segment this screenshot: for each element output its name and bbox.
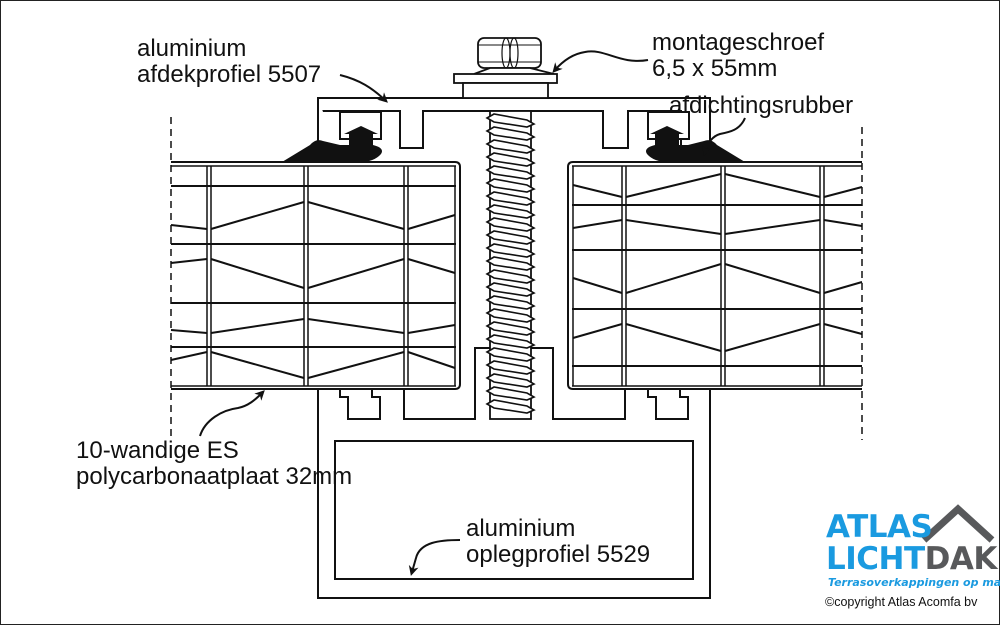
screw-thread-turn [485,230,536,245]
screw-thread-turn [485,126,536,141]
logo-lichtdak: LICHTDAK [826,544,997,575]
sheet-diagonal-wall [170,351,208,361]
sheet-diagonal-wall [625,263,722,294]
label-gasket-line1: afdichtingsrubber [669,92,854,119]
atlas-lichtdak-logo: ATLAS LICHTDAK Terrasoverkappingen op ma… [826,506,1000,616]
screw-thread-turn [485,308,536,323]
screw-thread-turn [485,204,536,219]
mounting-screw [453,37,558,420]
sheet-diagonal-wall [407,351,456,369]
screw-thread-turn [485,165,536,180]
label-screw-line1: montageschroef [652,29,825,56]
label-cover-profile-line1: aluminium [137,35,247,62]
gasket-left [282,126,382,162]
sheet-diagonal-wall [307,351,405,379]
sheet-diagonal-wall [625,323,722,352]
sheet-diagonal-wall [625,219,722,235]
polycarbonate-sheet-right [567,161,863,390]
sheet-diagonal-wall [572,219,623,229]
sheet-diagonal-wall [210,351,305,379]
label-base-profile: aluminium oplegprofiel 5529 [466,516,650,568]
gasket-right [646,126,745,162]
label-gasket: afdichtingsrubber [669,93,853,119]
screw-thread-turn [485,113,536,128]
label-sheet: 10-wandige ES polycarbonaatplaat 32mm [76,438,352,490]
screw-thread-turn [485,152,536,167]
sheet-diagonal-wall [210,258,305,289]
logo-tagline: Terrasoverkappingen op maat [828,576,1000,589]
screw-thread-turn [485,217,536,232]
sheet-diagonal-wall [823,281,863,294]
screw-thread-turn [485,399,536,414]
arrow-screw [552,50,649,74]
sheet-diagonal-wall [307,201,405,230]
sheet-diagonal-wall [210,318,305,334]
screw-thread-turn [485,373,536,388]
sheet-diagonal-wall [407,258,456,274]
sheet-diagonal-wall [823,219,863,227]
screw-thread-turn [485,321,536,336]
arrow-base-profile [408,539,461,576]
label-screw: montageschroef 6,5 x 55mm [652,30,824,82]
screw-thread-turn [485,269,536,284]
logo-dak: DAK [924,541,998,577]
sheet-diagonal-wall [307,258,405,289]
sheet-diagonal-wall [307,318,405,334]
sheet-diagonal-wall [625,173,722,198]
sheet-diagonal-wall [572,323,623,339]
sheet-diagonal-wall [823,186,863,198]
logo-atlas: ATLAS [826,509,933,545]
sheet-diagonal-wall [724,323,821,352]
sheet-diagonal-wall [724,173,821,198]
sheet-diagonal-wall [407,324,456,334]
label-sheet-line1: 10-wandige ES [76,437,239,464]
sheet-diagonal-wall [572,184,623,198]
sheet-diagonal-wall [170,329,208,334]
arrow-sheet [199,390,265,437]
arrow-cover-profile [339,74,388,103]
screw-thread-turn [485,282,536,297]
label-base-profile-line1: aluminium [466,515,576,542]
sheet-diagonal-wall [407,214,456,230]
label-cover-profile: aluminium afdekprofiel 5507 [137,36,321,88]
screw-thread-turn [485,360,536,375]
screw-thread-turn [485,191,536,206]
label-cover-profile-line2: afdekprofiel 5507 [137,61,322,88]
sheet-diagonal-wall [724,263,821,294]
label-screw-line2: 6,5 x 55mm [652,55,778,82]
polycarbonate-sheet-left [170,161,461,390]
label-base-profile-line2: oplegprofiel 5529 [466,541,651,568]
copyright-notice: ©copyright Atlas Acomfa bv [825,595,978,609]
screw-thread-turn [485,243,536,258]
screw-thread-turn [485,334,536,349]
sheet-diagonal-wall [170,224,208,230]
screw-thread-turn [485,295,536,310]
screw-thread-turn [485,256,536,271]
arrow-gasket [701,117,746,156]
logo-licht: LICHT [826,541,925,577]
screw-thread-turn [485,347,536,362]
sheet-diagonal-wall [170,258,208,264]
sheet-diagonal-wall [823,323,863,335]
sheet-diagonal-wall [210,201,305,230]
screw-thread-turn [485,386,536,401]
sheet-diagonal-wall [572,277,623,294]
screw-thread-turn [485,178,536,193]
logo-roof-icon [921,504,995,543]
sheet-diagonal-wall [724,219,821,235]
label-sheet-line2: polycarbonaatplaat 32mm [76,463,353,490]
screw-thread-turn [485,139,536,154]
